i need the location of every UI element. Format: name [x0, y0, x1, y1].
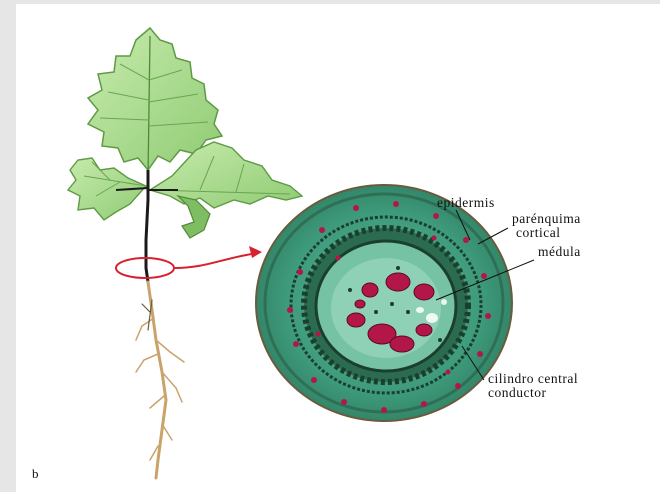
root-system [136, 282, 184, 478]
pointer-arrow [175, 254, 252, 268]
label-cilindro-2: conductor [488, 386, 546, 399]
panel-label: b [32, 466, 39, 482]
stem [146, 170, 148, 282]
stem-cross-section [256, 185, 512, 421]
label-cilindro-1: cilindro central [488, 372, 578, 385]
label-parenquima-1: parénquima [512, 212, 581, 225]
label-parenquima-2: cortical [516, 226, 560, 239]
label-medula: médula [538, 245, 581, 258]
label-epidermis: epidermis [437, 196, 495, 209]
